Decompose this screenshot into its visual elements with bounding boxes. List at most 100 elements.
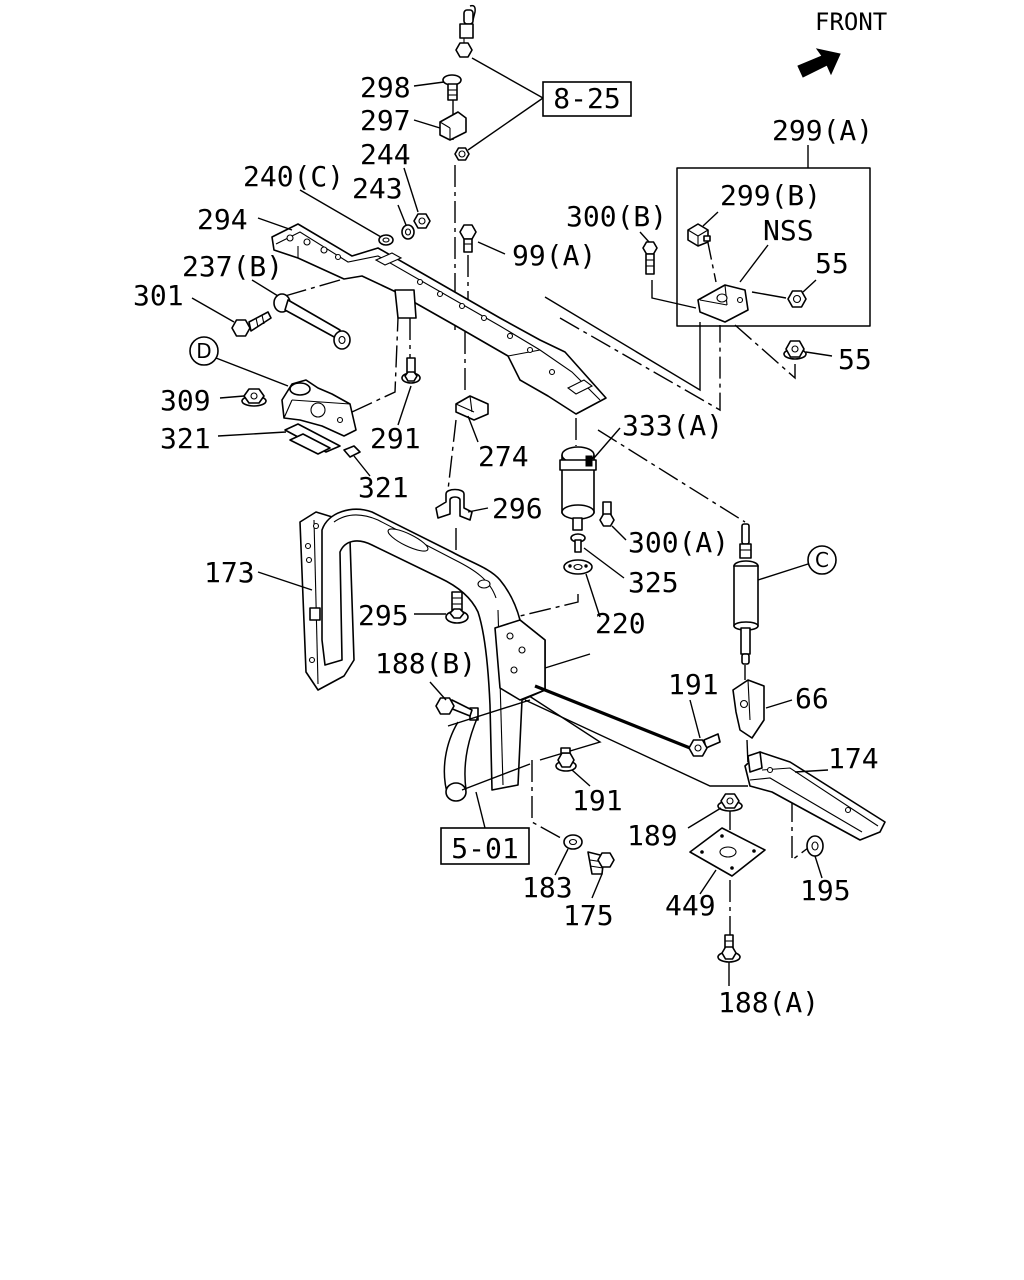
bracket-d: [281, 379, 357, 437]
callout-297-label: 297: [360, 104, 411, 137]
front-arrow-icon: [797, 48, 841, 78]
frame-tube-5-01: [443, 699, 531, 802]
callout-191-upper-label: 191: [668, 668, 719, 701]
callout-188a: 188(A): [718, 962, 819, 1019]
callout-244: 244: [360, 138, 419, 213]
sensor-assembly: [455, 4, 476, 58]
circled-ref-c: C: [757, 545, 837, 581]
callout-299b-label: 299(B): [720, 179, 821, 212]
callout-nss: NSS: [739, 214, 814, 283]
callout-299a-label: 299(A): [772, 114, 873, 147]
callout-191-upper: 191: [668, 668, 719, 739]
callout-333a: 333(A): [593, 409, 723, 459]
bolt-298: [442, 74, 462, 101]
callout-291-label: 291: [370, 422, 421, 455]
bolt-291: [401, 357, 421, 384]
kit-box-299a: [676, 167, 871, 327]
callout-188b-label: 188(B): [375, 647, 476, 680]
nut-8-25: [454, 147, 470, 161]
callout-237b: 237(B): [182, 250, 283, 297]
callout-298-label: 298: [360, 71, 411, 104]
circled-d-label: D: [196, 339, 211, 363]
clip-297: [439, 111, 467, 141]
washer-240c: [378, 234, 394, 246]
callout-321-left: 321: [160, 422, 287, 455]
callout-195: 195: [800, 855, 851, 907]
callout-220: 220: [585, 573, 646, 640]
callout-174: 174: [794, 742, 879, 775]
callout-240c: 240(C): [243, 160, 382, 238]
washer-243: [401, 224, 415, 240]
callout-55-kit: 55: [802, 247, 849, 293]
callout-325-label: 325: [628, 566, 679, 599]
callout-191-lower-label: 191: [572, 784, 623, 817]
ref-8-25-label: 8-25: [553, 82, 620, 115]
callout-244-label: 244: [360, 138, 411, 171]
shock-absorber-c: [733, 523, 759, 665]
callout-191-lower: 191: [571, 769, 623, 817]
nut-55: [783, 340, 807, 360]
callout-99a-label: 99(A): [512, 239, 596, 272]
callout-55-label: 55: [838, 343, 872, 376]
callout-240c-label: 240(C): [243, 160, 344, 193]
callout-175: 175: [563, 873, 614, 932]
callout-66-label: 66: [795, 682, 829, 715]
callout-309-label: 309: [160, 384, 211, 417]
nut-55-kit: [787, 290, 807, 308]
callout-321-left-label: 321: [160, 422, 211, 455]
callout-325: 325: [583, 547, 679, 599]
callout-321-right: 321: [353, 455, 409, 504]
callout-183: 183: [522, 848, 573, 904]
bracket-66: [732, 679, 765, 739]
callout-294-label: 294: [197, 203, 248, 236]
arch-crossmember: [321, 508, 546, 791]
link-237b: [273, 293, 351, 350]
callout-274-label: 274: [478, 440, 529, 473]
bolt-325: [570, 533, 586, 553]
callout-195-label: 195: [800, 874, 851, 907]
callout-297: 297: [360, 104, 441, 137]
callout-220-label: 220: [595, 607, 646, 640]
bolt-301: [231, 311, 272, 337]
bolt-191-upper: [688, 733, 721, 757]
washer-220: [563, 559, 593, 575]
callout-243: 243: [352, 172, 407, 226]
callout-189: 189: [627, 807, 722, 852]
callout-296-label: 296: [492, 492, 543, 525]
bolt-191-lower: [555, 747, 577, 772]
callout-188b: 188(B): [375, 647, 476, 701]
callout-298: 298: [360, 71, 445, 104]
cap-299b: [687, 223, 711, 247]
bracket-nss: [697, 284, 749, 323]
callout-99a: 99(A): [477, 239, 596, 272]
circled-ref-d: D: [189, 336, 289, 387]
callout-237b-label: 237(B): [182, 250, 283, 283]
callout-173: 173: [204, 556, 313, 591]
bolt-188b: [435, 697, 473, 717]
callout-189-label: 189: [627, 819, 678, 852]
ref-box-5-01: 5-01: [440, 791, 530, 865]
nut-244: [413, 213, 431, 229]
bracket-274: [455, 395, 489, 421]
callout-291: 291: [370, 385, 421, 455]
callout-nss-label: NSS: [763, 214, 814, 247]
nut-189: [717, 793, 743, 812]
callout-301: 301: [133, 279, 235, 323]
callout-299b: 299(B): [702, 179, 821, 227]
callout-243-label: 243: [352, 172, 403, 205]
callout-274: 274: [467, 415, 529, 473]
callout-183-label: 183: [522, 871, 573, 904]
callout-66: 66: [765, 682, 829, 715]
front-label: FRONT: [815, 8, 887, 36]
clamp-296: [435, 488, 473, 521]
bolt-188a: [717, 934, 741, 963]
callout-449: 449: [665, 869, 717, 922]
callout-301-label: 301: [133, 279, 184, 312]
bolt-295: [445, 591, 469, 624]
bolt-99a: [459, 224, 477, 253]
callout-321-right-label: 321: [358, 471, 409, 504]
callout-175-label: 175: [563, 899, 614, 932]
ref-5-01-label: 5-01: [451, 832, 518, 865]
callout-188a-label: 188(A): [718, 986, 819, 1019]
